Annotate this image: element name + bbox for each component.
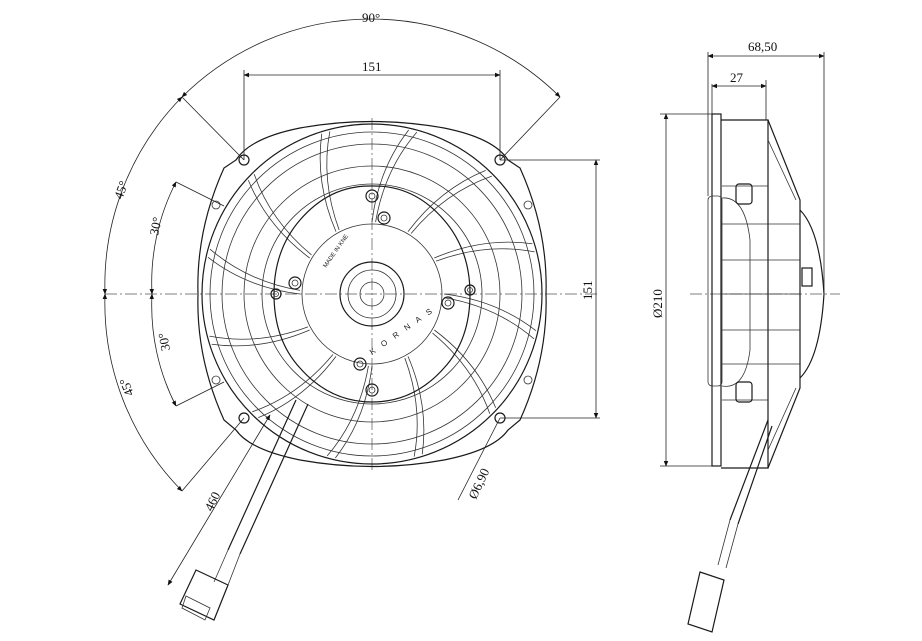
grille-rib [253,174,312,256]
connector [179,569,229,621]
svg-text:Ø210: Ø210 [650,289,665,318]
grille-rib [434,241,533,259]
dim-hole-diameter: Ø6,90 [457,417,501,501]
motor-housing [273,185,471,403]
svg-text:27: 27 [730,70,744,85]
fan-shroud-outline [197,120,547,468]
grille-rib [258,356,337,419]
dim-side-diameter: Ø210 [650,113,712,467]
svg-text:45°: 45° [111,179,131,201]
grille-rib [252,354,334,413]
grille-rib [211,329,310,347]
svg-text:151: 151 [580,281,595,301]
grille-rib [375,131,418,223]
dim-cable-length: 460 [167,414,271,586]
grille-rib [404,357,418,457]
grille-rib [371,129,409,223]
motor-made-text: MADE IN KNE [323,234,350,269]
grille-rib [247,180,310,259]
grille-rib [209,248,301,291]
dim-height-right: 151 [500,159,600,419]
svg-text:30°: 30° [146,216,164,237]
svg-text:45°: 45° [116,376,137,398]
svg-text:Ø6,90: Ø6,90 [465,466,492,501]
svg-text:90°: 90° [362,10,380,25]
grille-rib [410,175,492,234]
grille-ribs [207,129,537,459]
grille-rib [209,326,309,340]
side-view: 68,50 27 Ø210 [650,39,840,633]
side-connector [687,571,725,633]
grille-rib [443,293,537,331]
motor-screws [270,189,476,397]
dim-side-depth: 68,50 27 [707,39,825,294]
motor-brand-text: K O R N A S [368,305,436,357]
grille-rib [432,332,491,414]
svg-text:30°: 30° [155,332,173,353]
grille-rib [434,329,497,408]
grille-rib [326,365,369,457]
grille-rib [435,248,535,262]
grille-rib [407,356,425,455]
svg-text:460: 460 [201,489,223,513]
dim-width-top: 151 [243,59,501,160]
svg-text:151: 151 [362,59,382,74]
svg-text:68,50: 68,50 [748,39,777,54]
grille-rib [319,133,337,232]
grille-rib [407,169,486,232]
grille-rib [335,365,373,459]
front-view: MADE IN KNE K O R N A S 151 151 [102,10,600,621]
grille-rib [443,297,535,340]
grille-rib [207,257,301,295]
grille-rib [326,131,340,231]
